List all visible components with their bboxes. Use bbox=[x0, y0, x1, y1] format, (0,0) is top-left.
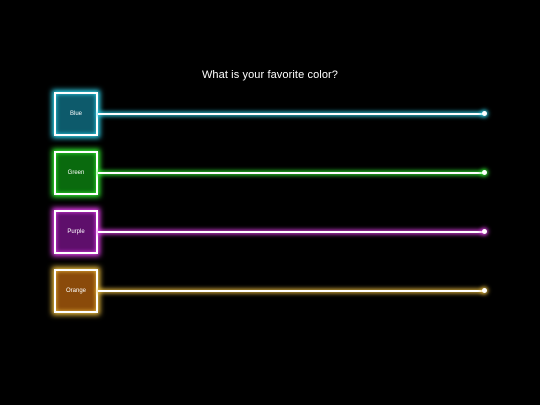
option-green-button[interactable]: Green bbox=[54, 151, 98, 195]
option-purple: Purple bbox=[54, 210, 489, 254]
option-purple-label: Purple bbox=[67, 229, 85, 235]
option-orange-endpoint[interactable] bbox=[482, 288, 487, 293]
option-green-endpoint[interactable] bbox=[482, 170, 487, 175]
option-blue-endpoint[interactable] bbox=[482, 111, 487, 116]
option-orange-label: Orange bbox=[65, 288, 86, 294]
question-title: What is your favorite color? bbox=[201, 69, 339, 81]
option-blue: Blue bbox=[54, 92, 489, 136]
option-green-line bbox=[98, 172, 484, 174]
option-blue-line bbox=[98, 113, 484, 115]
option-blue-label: Blue bbox=[69, 111, 82, 117]
option-orange-button[interactable]: Orange bbox=[54, 269, 98, 313]
option-purple-button[interactable]: Purple bbox=[54, 210, 98, 254]
option-orange: Orange bbox=[54, 269, 489, 313]
option-green: Green bbox=[54, 151, 489, 195]
option-orange-line bbox=[98, 290, 484, 292]
option-green-label: Green bbox=[67, 170, 85, 176]
option-purple-line bbox=[98, 231, 484, 233]
option-blue-button[interactable]: Blue bbox=[54, 92, 98, 136]
option-purple-endpoint[interactable] bbox=[482, 229, 487, 234]
